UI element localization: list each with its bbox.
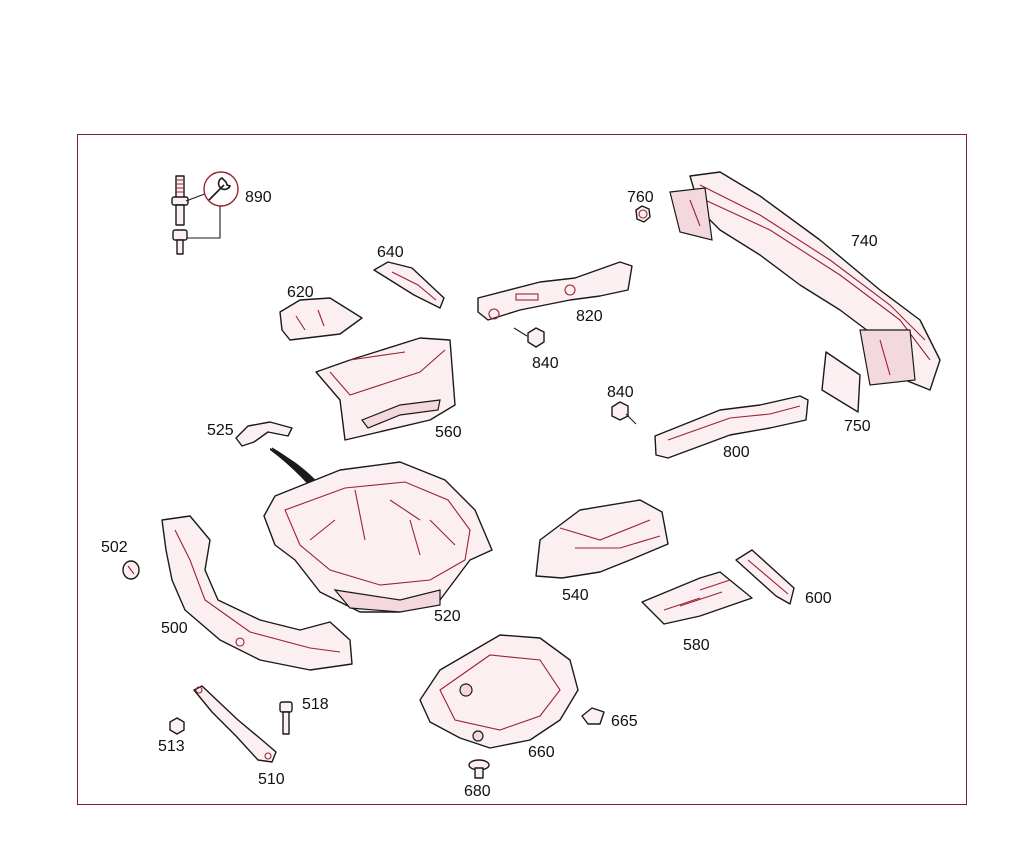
- part-640-bracket[interactable]: [373, 261, 445, 309]
- part-760-nut[interactable]: [635, 205, 651, 223]
- label-502: 502: [101, 539, 128, 556]
- label-750: 750: [844, 418, 871, 435]
- part-600-bracket[interactable]: [735, 549, 795, 605]
- part-513-nut[interactable]: [169, 717, 185, 735]
- label-890: 890: [245, 189, 272, 206]
- label-840-lower: 840: [607, 384, 634, 401]
- label-840-upper: 840: [532, 355, 559, 372]
- label-560: 560: [435, 424, 462, 441]
- label-640: 640: [377, 244, 404, 261]
- label-525: 525: [207, 422, 234, 439]
- label-740: 740: [851, 233, 878, 250]
- part-580-plate[interactable]: [641, 571, 753, 625]
- part-840-screw-upper[interactable]: [513, 327, 545, 348]
- label-513: 513: [158, 738, 185, 755]
- label-510: 510: [258, 771, 285, 788]
- label-500: 500: [161, 620, 188, 637]
- label-680: 680: [464, 783, 491, 800]
- part-800-rail[interactable]: [654, 395, 809, 459]
- part-890-bolt[interactable]: [171, 175, 221, 255]
- part-510-strap[interactable]: [193, 685, 277, 763]
- label-820: 820: [576, 308, 603, 325]
- part-500-side-member[interactable]: [161, 515, 353, 671]
- part-820-rail[interactable]: [477, 261, 633, 321]
- part-502-plug[interactable]: [122, 560, 140, 580]
- part-740-crossmember[interactable]: [669, 171, 941, 391]
- label-665: 665: [611, 713, 638, 730]
- label-800: 800: [723, 444, 750, 461]
- part-518-bolt[interactable]: [279, 701, 293, 735]
- label-660: 660: [528, 744, 555, 761]
- label-760: 760: [627, 189, 654, 206]
- diagram-frame: [77, 134, 967, 805]
- label-540: 540: [562, 587, 589, 604]
- label-620: 620: [287, 284, 314, 301]
- label-520: 520: [434, 608, 461, 625]
- part-560-panel[interactable]: [315, 337, 456, 441]
- part-540-panel[interactable]: [535, 499, 669, 579]
- wrench-icon: [203, 171, 239, 207]
- part-620-bracket[interactable]: [279, 297, 363, 341]
- part-665-clip[interactable]: [581, 707, 605, 725]
- part-840-screw-lower[interactable]: [611, 401, 637, 425]
- part-520-wheel-well[interactable]: [263, 461, 493, 613]
- part-680-fastener[interactable]: [468, 759, 490, 779]
- label-580: 580: [683, 637, 710, 654]
- part-660-floor-tray[interactable]: [419, 634, 579, 749]
- label-600: 600: [805, 590, 832, 607]
- label-518: 518: [302, 696, 329, 713]
- part-750-plate[interactable]: [821, 351, 861, 413]
